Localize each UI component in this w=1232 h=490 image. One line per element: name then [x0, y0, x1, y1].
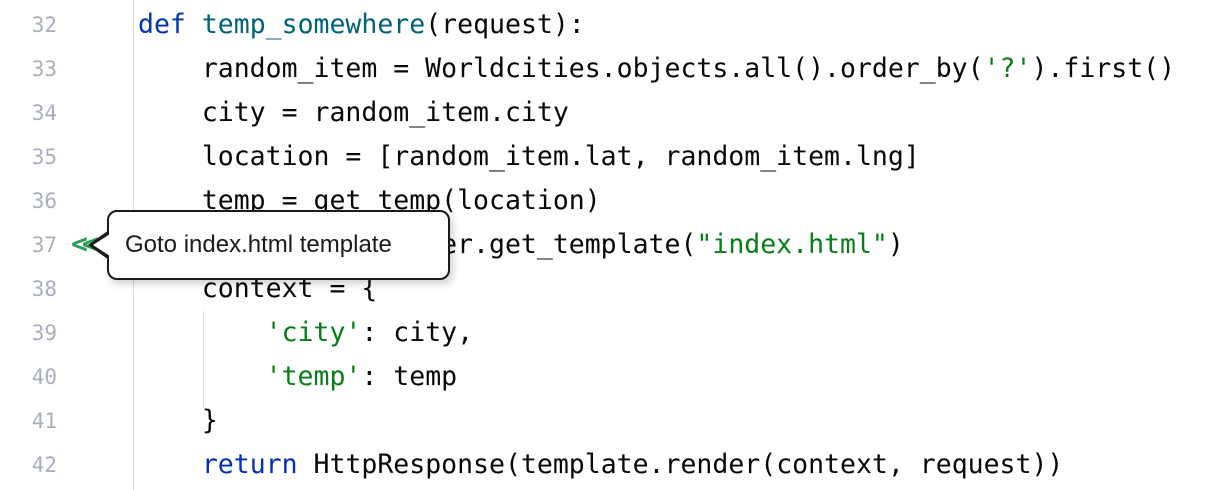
- token-fn: temp_somewhere: [201, 9, 426, 40]
- line-number[interactable]: 34: [31, 101, 57, 125]
- code-line[interactable]: 35 location = [random_item.lat, random_i…: [0, 135, 1232, 179]
- token-str: 'temp': [265, 361, 362, 392]
- token-pl: HttpResponse(template.render(context, re…: [297, 449, 1064, 480]
- line-number[interactable]: 36: [31, 189, 57, 213]
- token-pl: city = random_item.city: [138, 97, 569, 128]
- token-pl: location = [random_item.lat, random_item…: [138, 141, 920, 172]
- code-line[interactable]: 34 city = random_item.city: [0, 91, 1232, 135]
- code-text: def temp_somewhere(request):: [138, 3, 585, 47]
- token-pl: [186, 9, 202, 40]
- line-number[interactable]: 40: [31, 365, 57, 389]
- token-pl: random_item = Worldcities.objects.all().…: [138, 53, 984, 84]
- line-number[interactable]: 42: [31, 453, 57, 477]
- code-text: }: [138, 399, 218, 443]
- token-pl: ).first(): [1031, 53, 1176, 84]
- token-pl: }: [138, 405, 218, 436]
- token-pl: : temp: [361, 361, 458, 392]
- code-text: location = [random_item.lat, random_item…: [138, 135, 920, 179]
- indent-guide: [203, 311, 204, 408]
- code-text: random_item = Worldcities.objects.all().…: [138, 47, 1175, 91]
- code-line[interactable]: 39 'city': city,: [0, 311, 1232, 355]
- token-pl: : city,: [361, 317, 474, 348]
- code-text: 'city': city,: [138, 311, 473, 355]
- code-line[interactable]: 41 }: [0, 399, 1232, 443]
- code-text: 'temp': temp: [138, 355, 457, 399]
- line-number[interactable]: 32: [31, 13, 57, 37]
- line-number[interactable]: 39: [31, 321, 57, 345]
- line-number[interactable]: 33: [31, 57, 57, 81]
- code-line[interactable]: 33 random_item = Worldcities.objects.all…: [0, 47, 1232, 91]
- token-pl: [138, 449, 202, 480]
- token-pl: [138, 317, 266, 348]
- line-number[interactable]: 38: [31, 277, 57, 301]
- line-number[interactable]: 41: [31, 409, 57, 433]
- token-pl: ): [887, 229, 904, 260]
- token-kw: return: [201, 449, 298, 480]
- goto-template-tooltip: Goto index.html template: [88, 210, 450, 280]
- token-str: 'city': [265, 317, 362, 348]
- line-number[interactable]: 37: [31, 233, 57, 257]
- token-str: '?': [983, 53, 1032, 84]
- token-kw: def: [138, 9, 186, 40]
- code-text: return HttpResponse(template.render(cont…: [138, 443, 1064, 487]
- code-line[interactable]: 42 return HttpResponse(template.render(c…: [0, 443, 1232, 487]
- line-number[interactable]: 35: [31, 145, 57, 169]
- code-text: city = random_item.city: [138, 91, 569, 135]
- code-line[interactable]: 40 'temp': temp: [0, 355, 1232, 399]
- tooltip-text: Goto index.html template: [125, 231, 392, 258]
- code-line[interactable]: 32 def temp_somewhere(request):: [0, 3, 1232, 47]
- token-str: "index.html": [696, 229, 888, 260]
- token-pl: [138, 361, 266, 392]
- token-pl: (request):: [425, 9, 585, 40]
